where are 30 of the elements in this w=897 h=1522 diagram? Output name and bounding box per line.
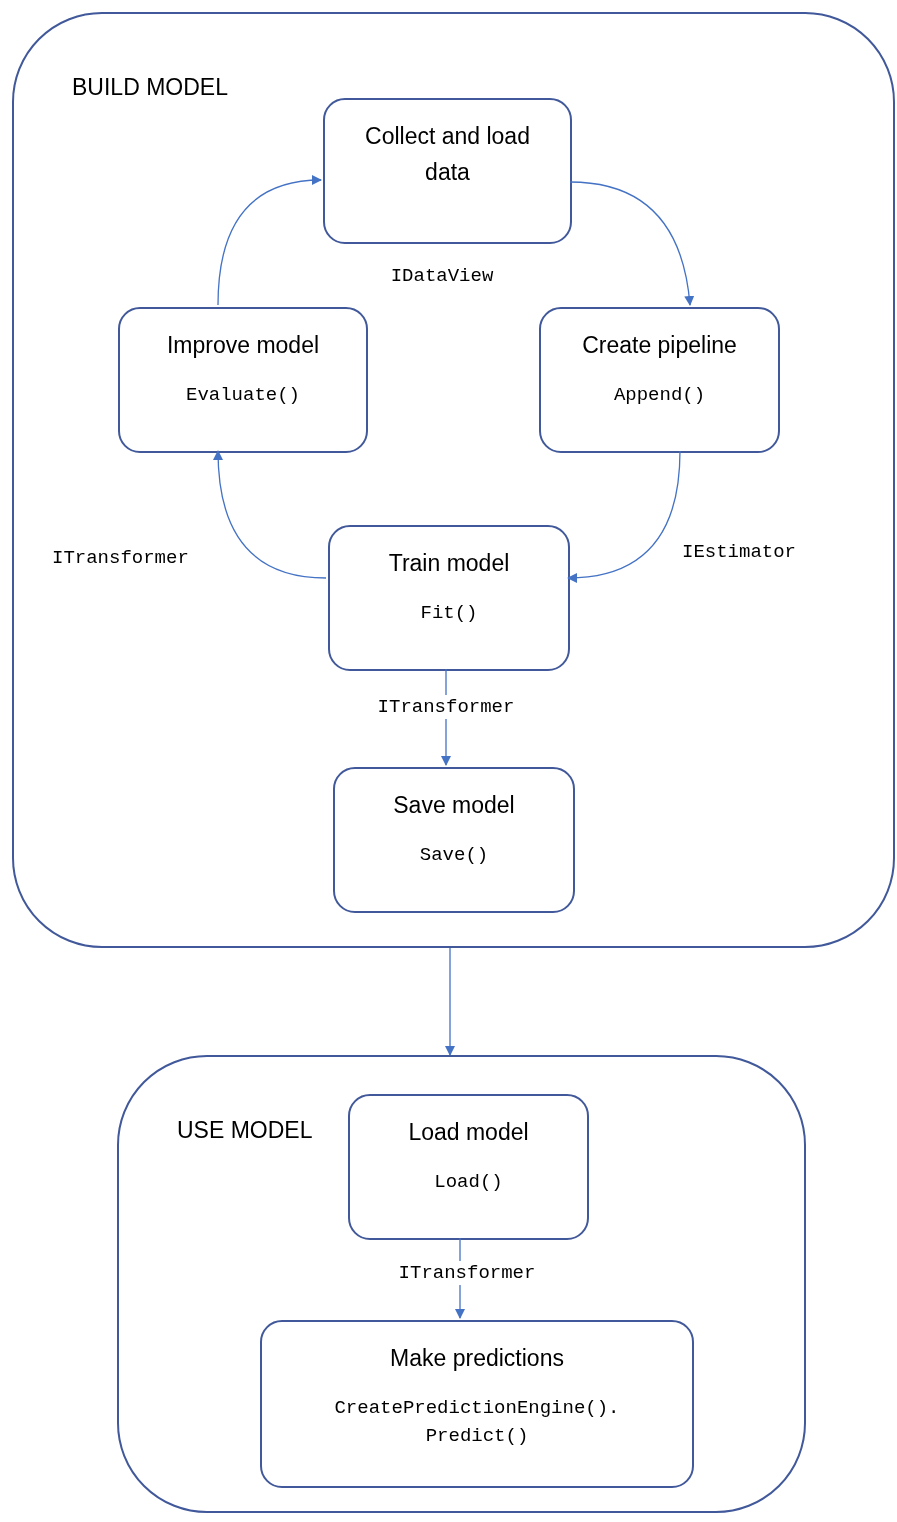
group-panel [117,1055,806,1513]
process-box [539,307,780,453]
step-title: Load model [407,1118,530,1147]
process-box [348,1094,589,1240]
data-type-label: IDataView [390,263,494,289]
process-box [260,1320,694,1488]
process-box [118,307,368,453]
process-box [328,525,570,671]
step-title: Collect and load data [364,122,531,187]
group-title: BUILD MODEL [72,73,228,102]
arrow [445,947,455,1056]
group-title: USE MODEL [177,1116,313,1145]
arrow [567,450,681,583]
method-call: Fit() [420,601,478,626]
step-title: Save model [392,791,516,820]
arrow [217,175,322,306]
method-call: Evaluate() [186,383,300,408]
process-box [323,98,572,244]
step-title: Improve model [165,331,321,360]
method-call: Save() [419,843,489,868]
arrow [569,181,694,306]
step-title: Train model [387,549,511,578]
group-panel [12,12,895,948]
process-box [333,767,575,913]
method-call: CreatePredictionEngine(). Predict() [333,1396,621,1449]
step-title: Make predictions [389,1344,565,1373]
method-call: Load() [434,1170,503,1195]
arrow [213,450,327,579]
method-call: Append() [613,383,706,408]
step-title: Create pipeline [581,331,738,360]
